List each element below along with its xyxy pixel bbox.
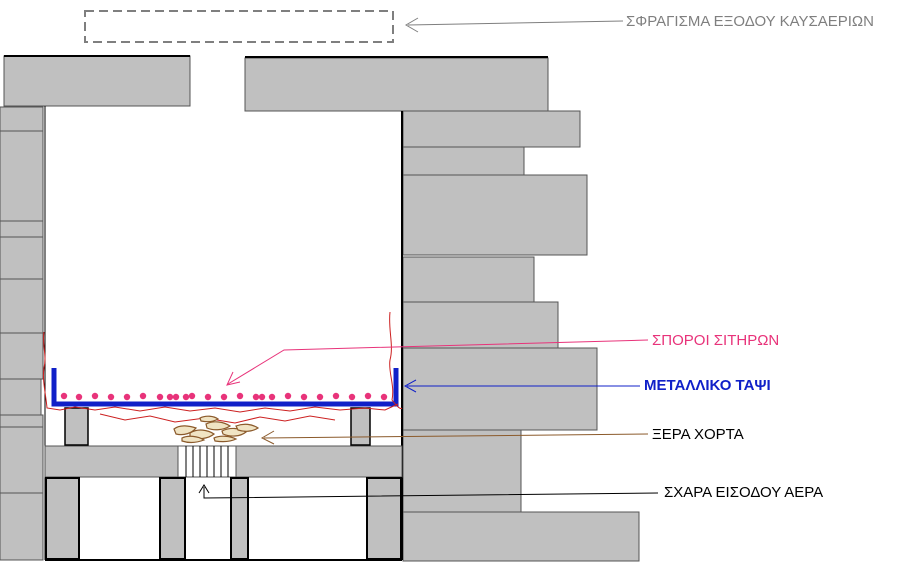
grate-arrow: [198, 484, 659, 499]
leader-lines: [198, 17, 659, 499]
left-wall: [0, 106, 44, 561]
metal-tray-label: ΜΕΤΑΛΛΙΚΟ ΤΑΨΙ: [644, 377, 771, 394]
exhaust-seal: [84, 10, 394, 43]
top-slab-right: [244, 57, 549, 112]
dry-hay: [173, 415, 260, 443]
hay-arrow: [260, 430, 649, 445]
tray-supports: [64, 407, 371, 446]
right-wall: [402, 110, 640, 562]
air-inlet-grate-label: ΣΧΑΡΑ ΕΙΣΟΔΟΥ ΑΕΡΑ: [664, 484, 824, 501]
base-pillars: [45, 477, 402, 560]
exhaust-seal-label: ΣΦΡΑΓΙΣΜΑ ΕΞΟΔΟΥ ΚΑΥΣΑΕΡΙΩΝ: [626, 13, 874, 30]
seal-arrow: [405, 17, 624, 33]
heat-lines: [42, 311, 403, 424]
top-slab-left: [3, 55, 191, 107]
tray-arrow: [403, 379, 640, 393]
hearth-slab: [44, 445, 403, 478]
grain-seeds-label: ΣΠΟΡΟΙ ΣΙΤΗΡΩΝ: [652, 332, 780, 349]
top-slabs: [3, 55, 549, 112]
seeds-arrow: [226, 339, 649, 386]
metal-tray: [51, 368, 399, 407]
dry-hay-label: ΞΕΡΑ ΧΟΡΤΑ: [652, 426, 744, 443]
grain-seeds: [60, 392, 388, 401]
